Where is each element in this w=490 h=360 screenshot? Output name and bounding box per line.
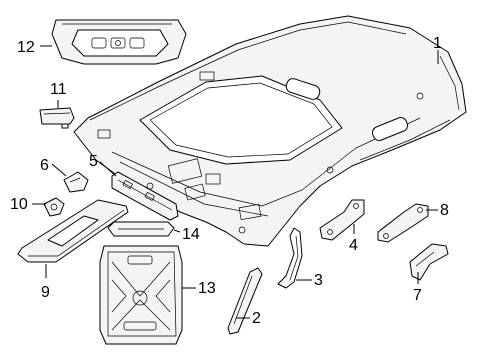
callout-6: 6 — [40, 157, 49, 174]
retainer-clip-part — [63, 171, 89, 193]
mounting-bracket-8-part — [377, 203, 429, 243]
callout-9: 9 — [41, 284, 50, 301]
overhead-console-part — [51, 19, 187, 65]
callout-labels: 1 2 3 4 5 6 7 8 9 10 11 12 13 14 — [10, 35, 449, 327]
callout-4: 4 — [349, 237, 358, 254]
callout-8: 8 — [440, 202, 449, 219]
sunvisor-part — [17, 199, 129, 263]
callout-7: 7 — [413, 287, 422, 304]
callout-11: 11 — [50, 81, 67, 98]
mounting-bracket-4-part — [319, 199, 365, 241]
callout-13: 13 — [198, 280, 216, 297]
callout-3: 3 — [314, 272, 323, 289]
callout-5: 5 — [89, 153, 98, 170]
leader-lines — [32, 45, 439, 319]
grab-handle-part — [409, 243, 449, 281]
wire-harness-bracket-part — [277, 227, 303, 289]
console-bracket-part — [111, 171, 179, 221]
visor-bracket-part — [43, 197, 65, 217]
leader-14 — [173, 229, 181, 233]
leader-5 — [99, 161, 117, 177]
callout-1: 1 — [433, 35, 442, 52]
callout-12: 12 — [17, 39, 35, 56]
leader-6 — [51, 163, 67, 177]
console-housing-part — [99, 245, 183, 345]
dome-lamp-part — [39, 107, 75, 129]
callout-2: 2 — [252, 310, 261, 327]
map-light-lens-part — [107, 221, 175, 237]
callout-10: 10 — [10, 196, 28, 213]
callout-14: 14 — [182, 226, 200, 243]
headliner-part — [73, 15, 467, 247]
